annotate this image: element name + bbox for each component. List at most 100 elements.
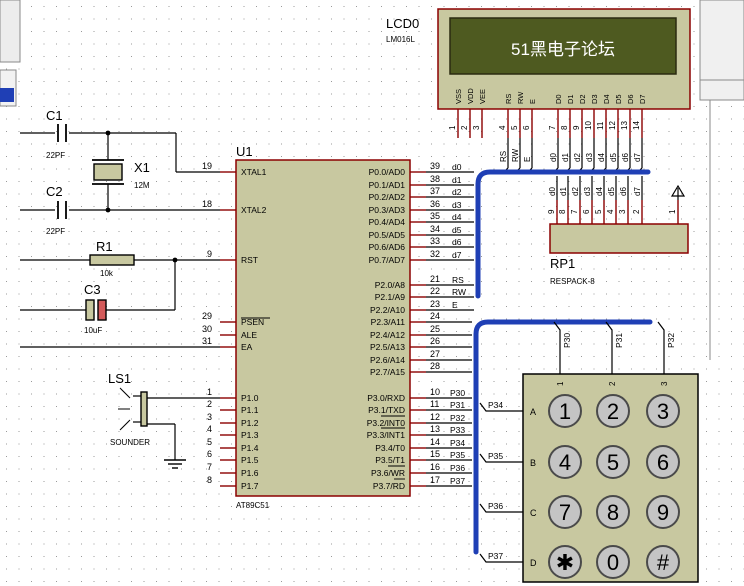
keypad-key[interactable] xyxy=(646,445,680,479)
mcu-pin-name: P0.3/AD3 xyxy=(369,205,406,215)
lcd-pin-label: VSS xyxy=(454,89,463,104)
keypad-key[interactable] xyxy=(646,394,680,428)
mcu-chip[interactable]: U1 AT89C51 19XTAL118XTAL29RST29PSEN30ALE… xyxy=(202,144,440,510)
rp1-pin-number: 6 xyxy=(582,209,591,214)
mcu-net-label: P34 xyxy=(450,438,465,448)
keypad-key-label: 9 xyxy=(657,500,669,525)
keypad-row-letter: C xyxy=(530,508,537,518)
rp1-model: RESPACK-8 xyxy=(550,277,595,286)
lcd-wire-label: d4 xyxy=(597,153,606,162)
mcu-pin-name: P0.4/AD4 xyxy=(369,217,406,227)
keypad-key-label: 0 xyxy=(607,550,619,575)
mcu-pin-name: P3.4/T0 xyxy=(375,443,405,453)
mcu-net-label: RS xyxy=(452,275,464,285)
lcd-pin-number: 2 xyxy=(460,125,469,130)
keypad-row-net: P35 xyxy=(488,451,503,461)
c1-ref: C1 xyxy=(46,108,63,123)
rp1-wire-label: d3 xyxy=(583,187,592,196)
lcd-module[interactable]: LCD0 LM016L 51黑电子论坛 VSS1VDD2VEE3RS4RW5E6… xyxy=(386,8,691,138)
lcd-wire-label: d3 xyxy=(585,153,594,162)
keypad-key[interactable] xyxy=(548,495,582,529)
mcu-net-label: d6 xyxy=(452,237,462,247)
sounder-ls1[interactable]: LS1 SOUNDER xyxy=(108,371,150,447)
mcu-net-label: d0 xyxy=(452,162,462,172)
mcu-net-label: d7 xyxy=(452,250,462,260)
mcu-net-label: P35 xyxy=(450,450,465,460)
keypad-key[interactable] xyxy=(646,495,680,529)
mcu-pin-number: 34 xyxy=(430,224,440,234)
lcd-screen xyxy=(449,17,677,75)
lcd-pin-number: 7 xyxy=(548,125,557,130)
mcu-pin-number: 36 xyxy=(430,199,440,209)
rp1-wire-label: d4 xyxy=(595,187,604,196)
mcu-pin-number: 27 xyxy=(430,349,440,359)
mcu-pin-name: P2.4/A12 xyxy=(370,330,405,340)
keypad-key[interactable] xyxy=(548,394,582,428)
mcu-pin-name: P3.1/TXD xyxy=(368,405,405,415)
mcu-pin-number: 5 xyxy=(207,437,212,447)
rp1-pin-number: 4 xyxy=(606,209,615,214)
c1-value: 22PF xyxy=(46,151,65,160)
rp1-pin-number: 8 xyxy=(558,209,567,214)
mcu-pin-number: 29 xyxy=(202,311,212,321)
reset-circuit xyxy=(20,257,220,348)
lcd-pin-label: D0 xyxy=(554,94,563,104)
lcd-pin-number: 3 xyxy=(472,125,481,130)
mcu-pin-name: RST xyxy=(241,255,258,265)
lcd-wire-label: d5 xyxy=(609,153,618,162)
mcu-pin-number: 11 xyxy=(430,399,439,409)
mcu-net-label: P30 xyxy=(450,388,465,398)
mcu-pin-name: P0.0/AD0 xyxy=(369,167,406,177)
mcu-net-label: P36 xyxy=(450,463,465,473)
mcu-net-label: RW xyxy=(452,287,466,297)
lcd-pin-number: 5 xyxy=(510,125,519,130)
c3-ref: C3 xyxy=(84,282,101,297)
lcd-pin-label: D1 xyxy=(566,94,575,104)
keypad-key[interactable] xyxy=(596,495,630,529)
keypad-key[interactable] xyxy=(596,545,630,579)
resistor-r1[interactable]: R1 10k xyxy=(89,239,135,278)
mcu-pin-number: 35 xyxy=(430,211,440,221)
mcu-pin-number: 33 xyxy=(430,236,440,246)
mcu-pin-number: 1 xyxy=(207,387,212,397)
keypad-key[interactable] xyxy=(596,445,630,479)
keypad-key-label: 4 xyxy=(559,450,571,475)
left-window-fragment xyxy=(0,0,21,107)
capacitor-c1[interactable]: C1 22PF xyxy=(46,108,67,160)
ls1-value: SOUNDER xyxy=(110,438,150,447)
lcd-wire-label: RW xyxy=(511,148,520,162)
keypad-column-number: 1 xyxy=(556,381,565,386)
mcu-pin-number: 24 xyxy=(430,311,440,321)
mcu-pin-name: P1.0 xyxy=(241,393,259,403)
lcd-pin-label: D2 xyxy=(578,94,587,104)
keypad-key[interactable] xyxy=(548,545,582,579)
lcd-pin-number: 11 xyxy=(596,121,605,130)
lcd-pin-label: E xyxy=(528,99,537,104)
capacitor-c2[interactable]: C2 22PF xyxy=(46,184,67,236)
r1-value: 10k xyxy=(100,269,114,278)
keypad-key[interactable] xyxy=(596,394,630,428)
mcu-pin-name: P0.6/AD6 xyxy=(369,242,406,252)
mcu-net-label: P37 xyxy=(450,476,465,486)
keypad-key-label: ✱ xyxy=(556,550,574,575)
mcu-pin-number: 17 xyxy=(430,475,440,485)
keypad-column-wire xyxy=(553,321,561,374)
capacitor-c3[interactable]: C3 10uF xyxy=(84,282,107,335)
keypad-key[interactable] xyxy=(548,445,582,479)
keypad-key-label: 2 xyxy=(607,399,619,424)
keypad-key[interactable] xyxy=(646,545,680,579)
mcu-ref: U1 xyxy=(236,144,253,159)
mcu-pin-name: P0.2/AD2 xyxy=(369,192,406,202)
mcu-pin-number: 22 xyxy=(430,286,440,296)
crystal-x1[interactable]: X1 12M xyxy=(92,159,150,190)
mcu-pin-number: 10 xyxy=(430,387,440,397)
keypad-row-net: P34 xyxy=(488,400,503,410)
rp1-pin-number: 7 xyxy=(570,209,579,214)
mcu-pin-name: P3.0/RXD xyxy=(367,393,405,403)
lcd-pin-number: 14 xyxy=(632,121,641,130)
keypad-key-label: 3 xyxy=(657,399,669,424)
